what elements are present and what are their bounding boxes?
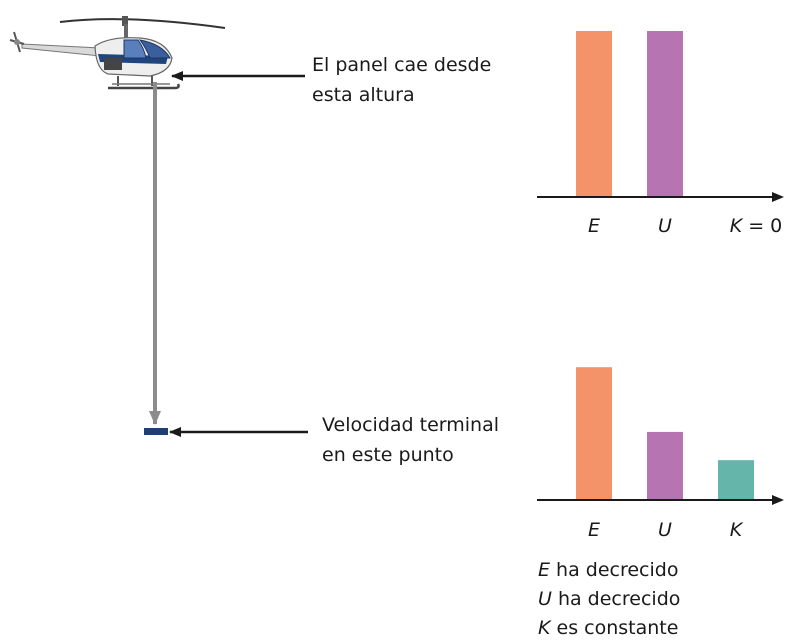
summary-text: ha decrecido <box>551 588 681 610</box>
helicopter-icon <box>9 16 226 90</box>
tick-label-u: U <box>658 519 672 541</box>
summary-line-u: U ha decrecido <box>538 585 680 614</box>
energy-chart-top: E U K = 0 <box>537 31 784 237</box>
bar-u <box>647 31 683 197</box>
tick-label-k: K = 0 <box>730 215 783 237</box>
summary-symbol: K <box>538 617 551 639</box>
summary-text: es constante <box>550 617 679 639</box>
x-axis-arrowhead <box>772 192 784 202</box>
terminal-velocity-label: Velocidad terminal en este punto <box>322 410 499 470</box>
terminal-velocity-label-line2: en este punto <box>322 444 454 466</box>
x-axis-arrowhead <box>772 495 784 505</box>
bar-e <box>576 367 612 500</box>
drop-height-label-line1: El panel cae desde <box>312 54 492 76</box>
summary-symbol: U <box>538 588 552 610</box>
bar-e <box>576 31 612 197</box>
tick-label-u: U <box>658 215 672 237</box>
energy-summary: E ha decrecido U ha decrecido K es const… <box>538 556 680 643</box>
drop-height-label: El panel cae desde esta altura <box>312 50 491 110</box>
bar-u <box>647 431 683 500</box>
summary-line-k: K es constante <box>538 614 680 643</box>
summary-text: ha decrecido <box>550 559 679 581</box>
falling-panel <box>144 428 168 435</box>
tick-label-k: K <box>730 519 744 541</box>
summary-line-e: E ha decrecido <box>538 556 680 585</box>
tick-label-e: E <box>588 519 600 541</box>
summary-symbol: E <box>538 559 551 581</box>
drop-height-label-line2: esta altura <box>312 84 415 106</box>
tick-label-e: E <box>588 215 600 237</box>
terminal-velocity-label-line1: Velocidad terminal <box>322 414 500 436</box>
bar-k <box>718 460 754 500</box>
